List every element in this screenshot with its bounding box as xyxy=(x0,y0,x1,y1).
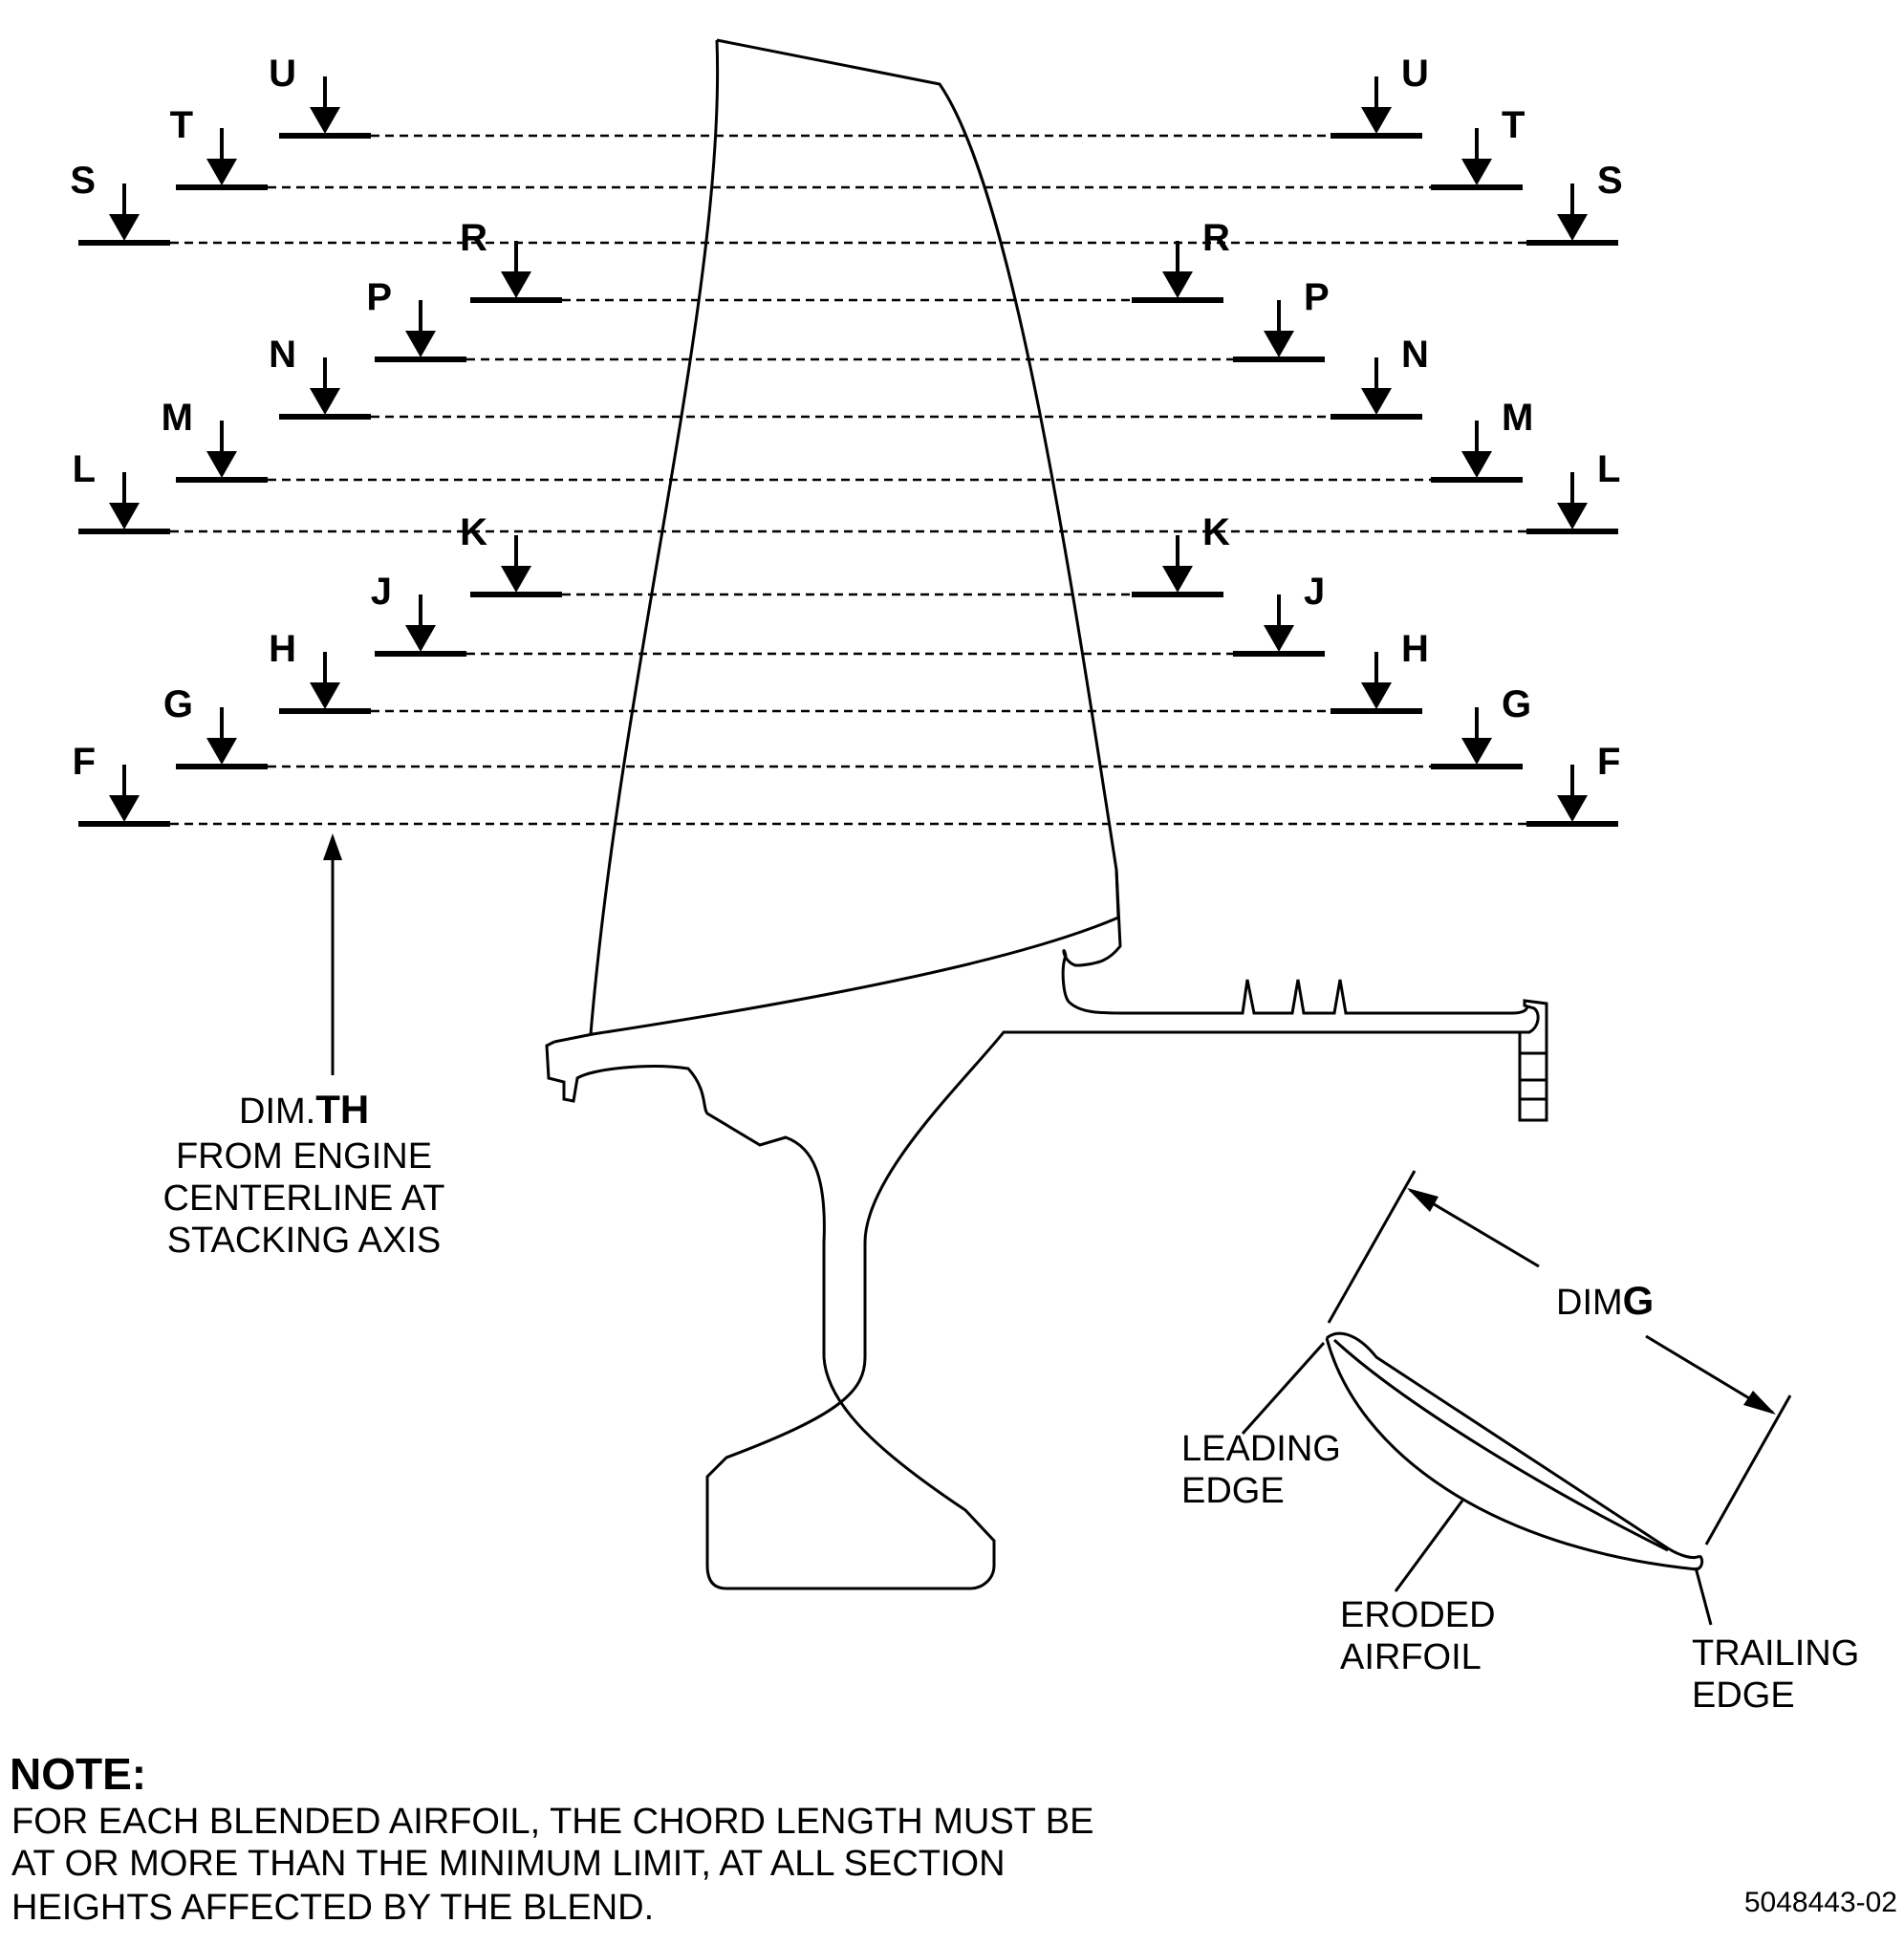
section-arrow-left-n xyxy=(279,357,371,420)
dim-g-extension-right xyxy=(1704,1394,1792,1545)
section-arrow-left-t xyxy=(176,128,268,190)
section-arrow-left-h xyxy=(279,652,371,714)
section-label-right-n: N xyxy=(1401,334,1429,376)
dim-th-line-2: CENTERLINE AT xyxy=(163,1178,445,1219)
note-line-2: AT OR MORE THAN THE MINIMUM LIMIT, AT AL… xyxy=(11,1844,1006,1884)
section-label-left-g: G xyxy=(163,683,193,725)
section-arrow-right-g xyxy=(1431,707,1523,769)
trailing-edge-leader xyxy=(1694,1567,1713,1626)
section-label-right-s: S xyxy=(1597,160,1623,202)
blade-outline xyxy=(545,38,1548,1590)
dim-th-callout: DIM.TH FROM ENGINE CENTERLINE AT STACKIN… xyxy=(163,1087,445,1261)
section-label-left-u: U xyxy=(269,53,296,95)
section-label-left-p: P xyxy=(366,276,392,318)
section-arrow-right-j xyxy=(1233,594,1325,657)
dim-th-line-1: FROM ENGINE xyxy=(176,1136,432,1177)
eroded-airfoil-section xyxy=(1241,1170,1792,1626)
section-arrow-right-n xyxy=(1331,357,1422,420)
section-arrow-right-h xyxy=(1331,652,1422,714)
section-arrow-right-f xyxy=(1526,765,1618,827)
section-pressure-side xyxy=(1326,1331,1700,1560)
section-label-left-n: N xyxy=(269,334,296,376)
dim-g-label: DIMG xyxy=(1556,1278,1654,1323)
platform-lip xyxy=(1061,869,1529,1015)
section-arrow-right-r xyxy=(1132,241,1223,303)
section-arrow-right-t xyxy=(1431,128,1523,190)
section-label-left-j: J xyxy=(371,571,392,613)
note-line-3: HEIGHTS AFFECTED BY THE BLEND. xyxy=(11,1888,654,1928)
section-label-left-l: L xyxy=(73,448,96,490)
section-arrow-right-k xyxy=(1132,535,1223,597)
section-suction-side xyxy=(1325,1337,1704,1571)
leading-edge-label-1: LEADING xyxy=(1181,1429,1341,1469)
section-label-right-f: F xyxy=(1597,741,1620,783)
dim-g-arrowhead-right xyxy=(1743,1391,1776,1415)
section-label-left-r: R xyxy=(460,217,487,259)
section-arrow-left-r xyxy=(470,241,562,303)
dim-th-line-3: STACKING AXIS xyxy=(167,1221,441,1261)
section-arrow-left-p xyxy=(375,300,466,362)
section-arrow-left-g xyxy=(176,707,268,769)
leading-edge-leader xyxy=(1241,1341,1326,1436)
blade-platform-and-root xyxy=(545,999,1548,1590)
section-arrow-left-s xyxy=(78,184,170,246)
note-line-1: FOR EACH BLENDED AIRFOIL, THE CHORD LENG… xyxy=(11,1802,1093,1842)
section-label-right-u: U xyxy=(1401,53,1429,95)
section-eroded-line xyxy=(1332,1338,1669,1552)
section-arrow-left-m xyxy=(176,421,268,483)
section-arrow-right-p xyxy=(1233,300,1325,362)
section-arrow-right-s xyxy=(1526,184,1618,246)
dim-th-label: DIM.TH xyxy=(239,1087,369,1132)
section-arrow-right-l xyxy=(1526,472,1618,534)
section-arrow-left-f xyxy=(78,765,170,827)
dim-g-arrowhead-left xyxy=(1407,1188,1439,1212)
airfoil-outline xyxy=(553,38,1120,1044)
section-arrow-left-k xyxy=(470,535,562,597)
eroded-airfoil-label-2: AIRFOIL xyxy=(1340,1637,1482,1677)
section-label-right-p: P xyxy=(1304,276,1330,318)
section-label-left-f: F xyxy=(73,741,96,783)
dim-g-extension-left xyxy=(1327,1170,1417,1324)
section-arrow-left-l xyxy=(78,472,170,534)
section-label-left-h: H xyxy=(269,628,296,670)
eroded-airfoil-leader xyxy=(1394,1500,1464,1592)
section-label-right-g: G xyxy=(1502,683,1531,725)
root-tab xyxy=(1520,1051,1547,1101)
section-arrow-left-j xyxy=(375,594,466,657)
section-label-right-t: T xyxy=(1502,104,1525,146)
section-label-right-j: J xyxy=(1304,571,1325,613)
section-arrow-right-u xyxy=(1331,76,1422,139)
section-label-left-t: T xyxy=(170,104,193,146)
section-label-right-r: R xyxy=(1202,217,1230,259)
note-title: NOTE: xyxy=(10,1749,146,1799)
eroded-airfoil-label-1: ERODED xyxy=(1340,1595,1496,1635)
trailing-edge-label-2: EDGE xyxy=(1692,1675,1795,1716)
section-label-right-l: L xyxy=(1597,448,1620,490)
airfoil-leading-edge xyxy=(589,39,720,1035)
section-label-left-m: M xyxy=(162,397,193,439)
figure-number: 5048443-02 xyxy=(1744,1887,1897,1918)
section-label-right-h: H xyxy=(1401,628,1429,670)
section-arrow-right-m xyxy=(1431,421,1523,483)
dim-th-pointer xyxy=(323,833,342,1075)
trailing-edge-label-1: TRAILING xyxy=(1692,1633,1859,1674)
leading-edge-label-2: EDGE xyxy=(1181,1471,1285,1511)
section-label-left-s: S xyxy=(70,160,96,202)
section-label-right-m: M xyxy=(1502,397,1533,439)
section-arrow-left-u xyxy=(279,76,371,139)
